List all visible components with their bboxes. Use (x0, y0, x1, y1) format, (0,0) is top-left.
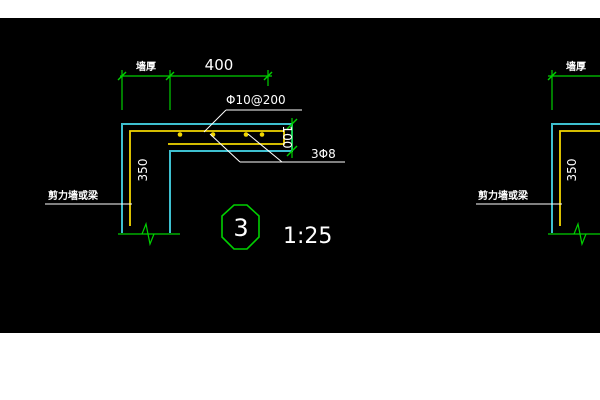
stirrup-spec-label: Φ10@200 (226, 93, 286, 107)
edge-dimension: 100 (280, 118, 298, 158)
concrete-outline (551, 123, 600, 233)
tick-mark (263, 71, 273, 81)
break-line (548, 221, 600, 247)
tick-mark (165, 71, 175, 81)
scale-label: 1:25 (283, 224, 332, 249)
edge-dimension-label: 100 (280, 126, 294, 149)
main-rebar (129, 130, 285, 226)
longitudinal-bars-label: 3Φ8 (311, 147, 336, 161)
support-label: 剪力墙或梁 (478, 189, 529, 202)
wall-thickness-label: 墙厚 (136, 60, 156, 73)
top-dimension-chain: 墙厚 (547, 60, 600, 110)
top-dimension-chain: 墙厚 400 (117, 56, 273, 110)
overhang-dimension: 400 (205, 56, 234, 74)
leader-lines (45, 109, 345, 205)
support-label: 剪力墙或梁 (48, 189, 99, 202)
bars-leader (209, 133, 241, 163)
wall-thickness-label: 墙厚 (566, 60, 586, 73)
section-detail-3[interactable]: 墙厚 400 Φ10@200 (45, 56, 345, 250)
wall-height-dimension: 350 (565, 159, 579, 182)
main-rebar (559, 130, 600, 226)
rebar-dot (177, 132, 183, 137)
detail-callout[interactable]: 3 (221, 204, 260, 250)
stirrup-leader (203, 109, 227, 133)
wall-height-dimension: 350 (136, 159, 150, 182)
rebar-dot (243, 132, 249, 137)
rebar-dot (210, 132, 216, 137)
tick-mark (117, 71, 127, 81)
break-line (118, 221, 180, 247)
tick-mark (547, 71, 557, 81)
section-detail-right[interactable]: 墙厚 350 剪力墙或梁 (476, 60, 600, 247)
callout-number: 3 (233, 214, 248, 242)
callout-octagon (221, 204, 260, 250)
rebar-dot (259, 132, 265, 137)
tick-mark (286, 145, 298, 157)
bars-leader (247, 133, 283, 163)
drawing-background (0, 18, 600, 333)
rebar-group (129, 130, 285, 226)
tick-mark (286, 118, 298, 130)
